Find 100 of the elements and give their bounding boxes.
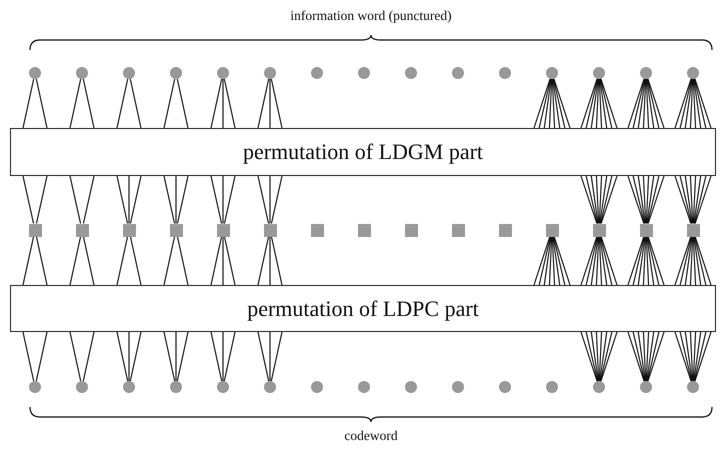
connector-line	[548, 236, 552, 286]
connector-line	[599, 236, 608, 286]
connector-line	[638, 176, 646, 224]
connector-line	[69, 176, 82, 224]
connector-line	[552, 78, 556, 128]
connector-line	[642, 78, 646, 128]
variable-node-circle	[593, 67, 605, 79]
variable-node-circle	[170, 381, 182, 393]
check-node-square	[592, 224, 606, 236]
brace-label: codeword	[344, 428, 398, 444]
connector-line	[693, 236, 702, 286]
variable-node-circle	[499, 67, 511, 79]
connector-line	[36, 332, 48, 382]
connector-line	[210, 332, 222, 382]
check-node-square	[358, 224, 370, 236]
connector-line	[646, 176, 654, 224]
check-node-square	[264, 224, 276, 236]
connector-line	[533, 236, 550, 286]
connector-line	[694, 78, 712, 128]
connector-line	[580, 78, 598, 128]
variable-node-circle	[640, 67, 652, 79]
connector-line	[270, 332, 283, 382]
variable-node-circle	[29, 67, 41, 79]
connector-line	[693, 332, 702, 382]
connector-line	[647, 78, 665, 128]
connector-line	[590, 176, 599, 224]
connector-line	[647, 332, 665, 382]
connector-line	[598, 78, 602, 128]
connector-line	[82, 176, 95, 224]
check-node-square	[28, 224, 42, 236]
connector-line	[538, 78, 552, 128]
connector-line	[163, 176, 176, 224]
connector-line	[222, 79, 224, 128]
connector-line	[694, 332, 712, 382]
connector-line	[224, 176, 236, 224]
connector-line	[176, 236, 189, 286]
connector-line	[598, 332, 602, 382]
connector-line	[642, 332, 646, 382]
connector-line	[82, 332, 95, 382]
connector-line	[257, 78, 270, 128]
variable-node-circle	[687, 67, 699, 79]
connector-line	[224, 332, 236, 382]
connector-line	[674, 176, 692, 224]
connector-line	[693, 78, 702, 128]
connector-line	[596, 176, 600, 224]
connector-line	[269, 236, 271, 285]
connector-line	[22, 176, 34, 224]
connector-line	[600, 332, 612, 382]
connector-line	[176, 332, 189, 382]
connector-line	[36, 236, 48, 286]
connector-line	[544, 236, 552, 286]
connector-line	[599, 332, 608, 382]
connector-line	[680, 236, 692, 286]
connector-line	[642, 236, 646, 286]
connector-line	[694, 176, 706, 224]
connector-line	[130, 332, 142, 382]
permutation-block	[10, 285, 716, 332]
block-label: permutation of LDGM part	[242, 139, 484, 165]
connector-line	[646, 236, 654, 286]
connector-line	[270, 236, 283, 286]
connector-line	[642, 176, 646, 224]
connector-line	[590, 78, 599, 128]
connector-line	[674, 236, 692, 286]
connector-line	[694, 236, 712, 286]
connector-line	[596, 332, 600, 382]
connector-line	[694, 176, 712, 224]
connector-line	[82, 78, 95, 128]
connector-line	[646, 78, 650, 128]
connector-line	[533, 78, 551, 128]
check-node-square	[404, 224, 418, 236]
variable-node-circle	[264, 67, 276, 79]
connector-line	[646, 236, 650, 286]
variable-node-circle	[358, 381, 370, 393]
connector-line	[646, 236, 660, 286]
connector-line	[600, 78, 612, 128]
connector-line	[586, 176, 598, 224]
connector-line	[210, 236, 222, 286]
variable-node-circle	[452, 67, 464, 79]
connector-line	[600, 176, 612, 224]
connector-line	[690, 176, 694, 224]
connector-line	[599, 176, 608, 224]
connector-line	[116, 176, 128, 224]
connector-line	[600, 236, 612, 286]
connector-line	[627, 332, 645, 382]
variable-node-circle	[264, 381, 276, 393]
connector-line	[638, 78, 646, 128]
connector-line	[690, 332, 694, 382]
connector-line	[598, 236, 602, 286]
connector-line	[600, 78, 618, 128]
variable-node-circle	[593, 381, 605, 393]
connector-line	[646, 332, 650, 382]
connector-line	[175, 332, 177, 381]
connector-line	[627, 78, 645, 128]
variable-node-circle	[405, 381, 417, 393]
connector-line	[554, 236, 571, 286]
connector-line	[36, 78, 48, 128]
connector-line	[269, 332, 271, 381]
connector-line	[680, 332, 692, 382]
connector-line	[600, 332, 618, 382]
connector-line	[694, 332, 706, 382]
